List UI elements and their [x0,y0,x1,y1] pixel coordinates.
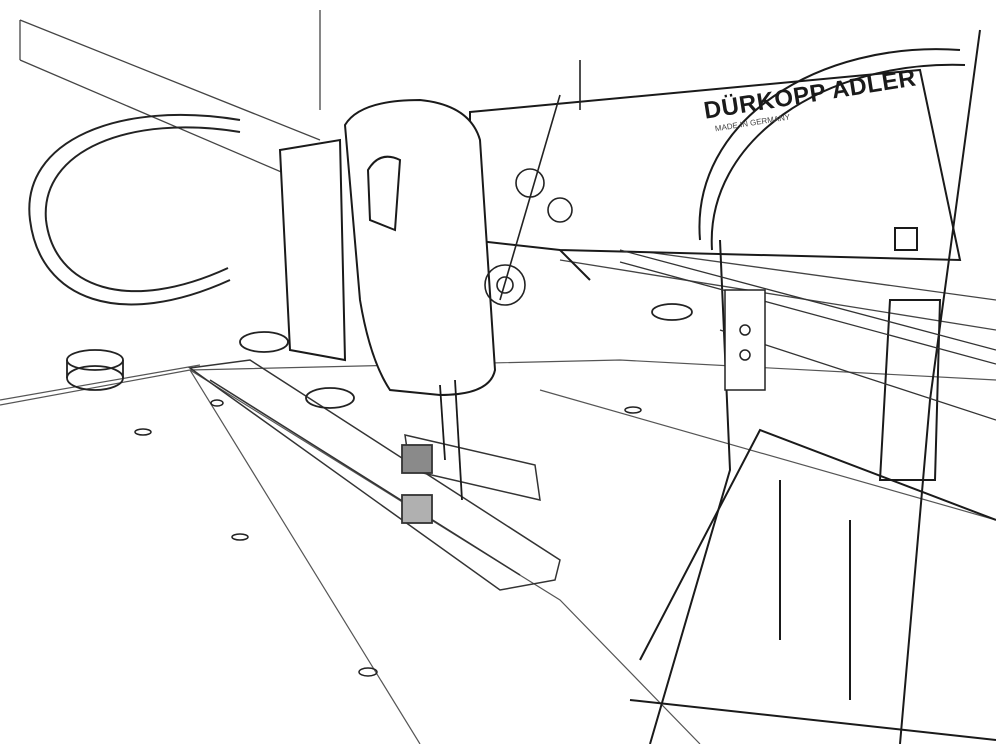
rail-right [619,249,996,421]
needle-plate [188,359,561,591]
machine-head [278,98,497,397]
thread-tension [484,60,581,306]
table-surface [0,359,996,744]
table-holes [134,399,642,677]
control-panel [724,289,766,391]
clamp-frame [629,29,996,744]
hose [28,113,241,306]
needle-assembly [401,379,463,524]
machine-feet [66,303,693,409]
